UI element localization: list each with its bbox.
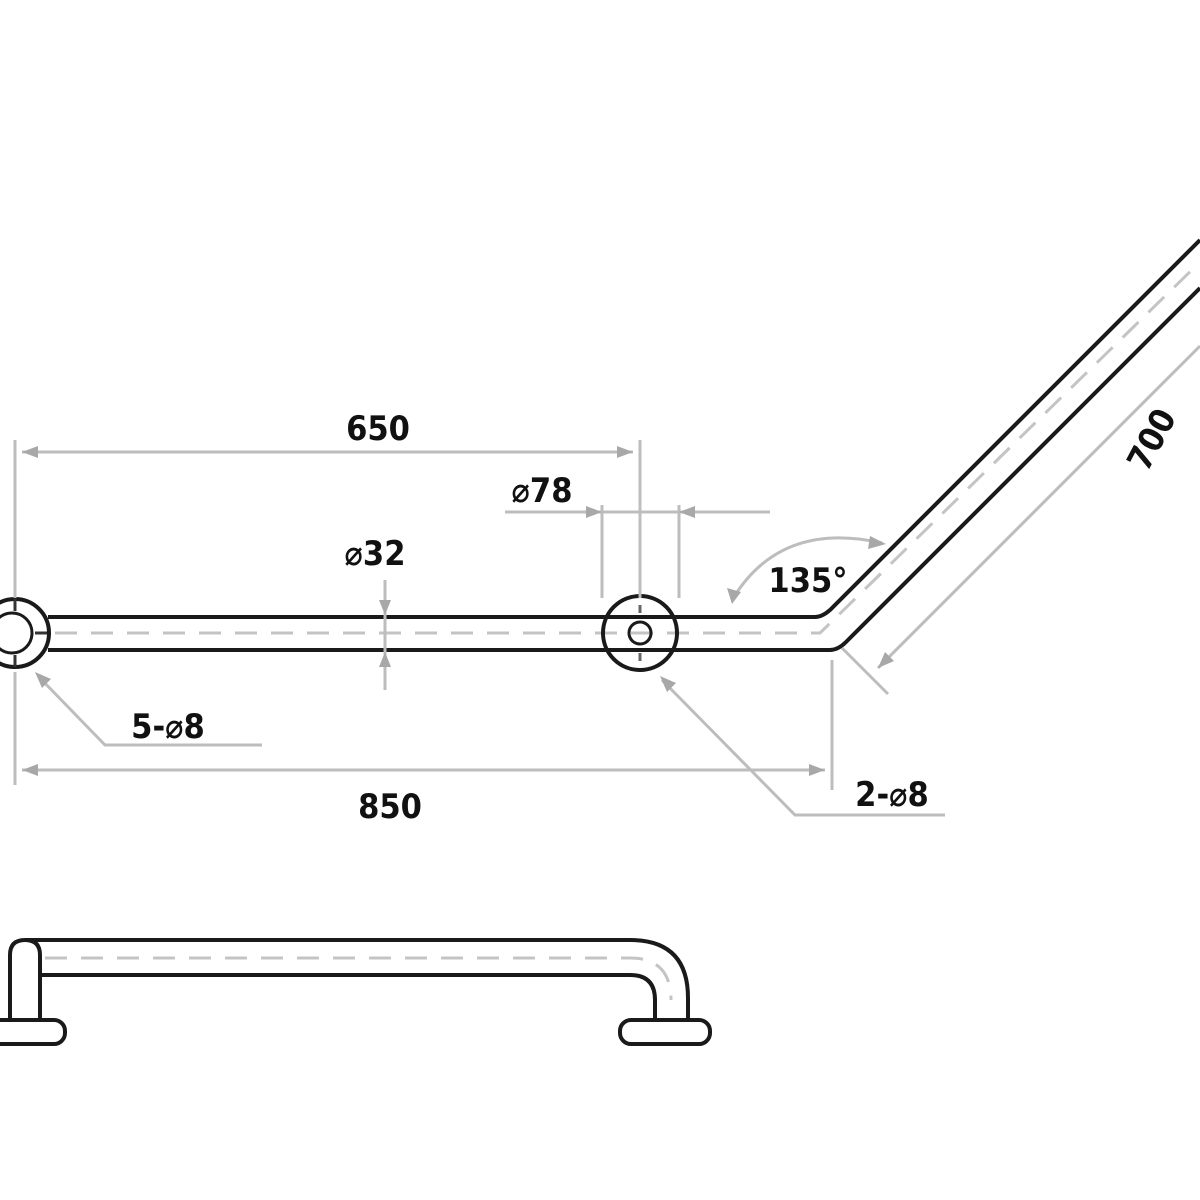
label-650: 650 — [346, 409, 410, 449]
label-angle: 135° — [768, 561, 847, 601]
label-700: 700 — [1120, 402, 1185, 477]
plan-view-rail — [48, 238, 1200, 652]
leader-holes-left: 5-⌀8 — [35, 672, 262, 747]
label-flange-diameter: ⌀78 — [512, 471, 573, 511]
left-flange — [0, 597, 51, 669]
label-holes-left: 5-⌀8 — [131, 707, 205, 747]
leader-holes-middle: 2-⌀8 — [660, 676, 945, 817]
label-tube-diameter: ⌀32 — [345, 534, 406, 574]
label-holes-middle: 2-⌀8 — [855, 775, 929, 815]
dimension-650: 650 — [13, 409, 642, 598]
dimension-700: 700 — [840, 344, 1200, 696]
dimension-850: 850 — [13, 660, 834, 827]
side-view-rail — [0, 937, 712, 1046]
dimension-tube-diameter: ⌀32 — [345, 534, 406, 690]
dimension-flange-diameter: ⌀78 — [505, 471, 770, 598]
dimension-angle: 135° — [727, 536, 886, 604]
label-850: 850 — [358, 787, 422, 827]
